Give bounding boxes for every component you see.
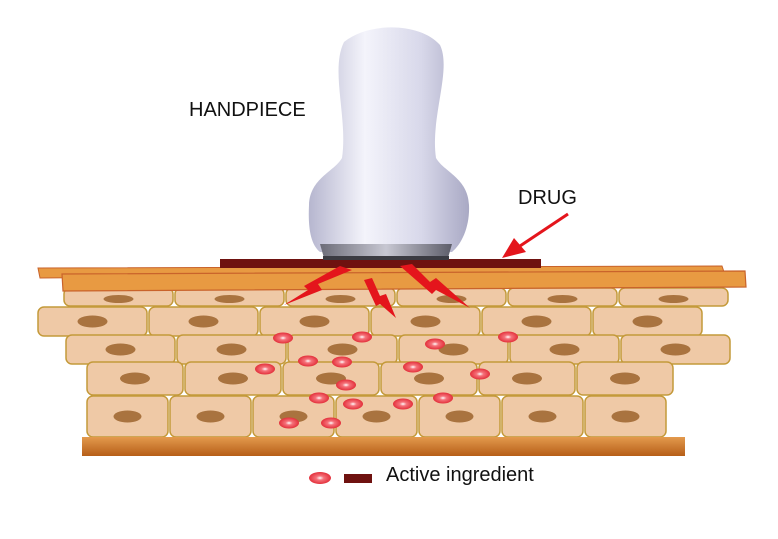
skin-surface-layers — [37, 265, 747, 292]
drug-arrow — [502, 212, 569, 258]
particle-icon — [255, 363, 275, 375]
particle-icon — [470, 368, 490, 380]
cell-nucleus — [658, 295, 689, 303]
cell-nucleus — [547, 295, 578, 303]
particle-icon — [425, 338, 445, 350]
cell-nucleus — [218, 372, 248, 385]
handpiece-icon — [308, 27, 470, 260]
cell-nucleus — [105, 343, 136, 356]
cell-layers — [37, 287, 731, 438]
energy-bolts — [284, 264, 470, 318]
energy-bolt-icon — [400, 264, 470, 308]
particle-icon — [343, 398, 363, 410]
particle-icon — [332, 356, 352, 368]
cell-nucleus — [521, 315, 552, 328]
cell-nucleus — [660, 343, 691, 356]
cell-nucleus — [410, 315, 441, 328]
cell-nucleus — [549, 343, 580, 356]
cell-nucleus — [438, 343, 469, 356]
active-ingredient-particles — [255, 331, 518, 429]
particle-icon — [403, 361, 423, 373]
particle-icon — [309, 472, 331, 484]
cell-nucleus — [77, 315, 108, 328]
legend-label: Active ingredient — [386, 464, 534, 486]
particle-icon — [321, 417, 341, 429]
particle-icon — [273, 332, 293, 344]
particle-icon — [498, 331, 518, 343]
cell-nucleus — [632, 315, 663, 328]
cell-nucleus — [188, 315, 219, 328]
cell-nucleus — [325, 295, 356, 303]
cell-nucleus — [120, 372, 150, 385]
energy-bolt-icon — [364, 278, 396, 318]
cell-nucleus — [216, 343, 247, 356]
particle-icon — [336, 379, 356, 391]
cell-nucleus — [610, 372, 640, 385]
cell-nucleus — [327, 343, 358, 356]
particle-icon — [433, 392, 453, 404]
cell-nucleus — [414, 372, 444, 385]
particle-icon — [393, 398, 413, 410]
cell-nucleus — [214, 295, 245, 303]
particle-icon — [279, 417, 299, 429]
cell-nucleus — [299, 315, 330, 328]
particle-icon — [309, 392, 329, 404]
cell-nucleus — [113, 410, 142, 423]
cell-nucleus — [362, 410, 391, 423]
drug-pad-icon — [344, 474, 372, 483]
particle-icon — [352, 331, 372, 343]
energy-bolt-icon — [284, 266, 352, 305]
cell-nucleus — [528, 410, 557, 423]
cell-nucleus — [512, 372, 542, 385]
cell-nucleus — [445, 410, 474, 423]
cell-nucleus — [103, 295, 134, 303]
handpiece-label: HANDPIECE — [189, 99, 306, 121]
particle-icon — [298, 355, 318, 367]
base-layer — [82, 437, 685, 456]
cell-nucleus — [611, 410, 640, 423]
cell-nucleus — [196, 410, 225, 423]
drug-label: DRUG — [518, 187, 577, 209]
skin-layer-bottom — [61, 270, 747, 292]
drug-pad-icon — [220, 259, 541, 268]
